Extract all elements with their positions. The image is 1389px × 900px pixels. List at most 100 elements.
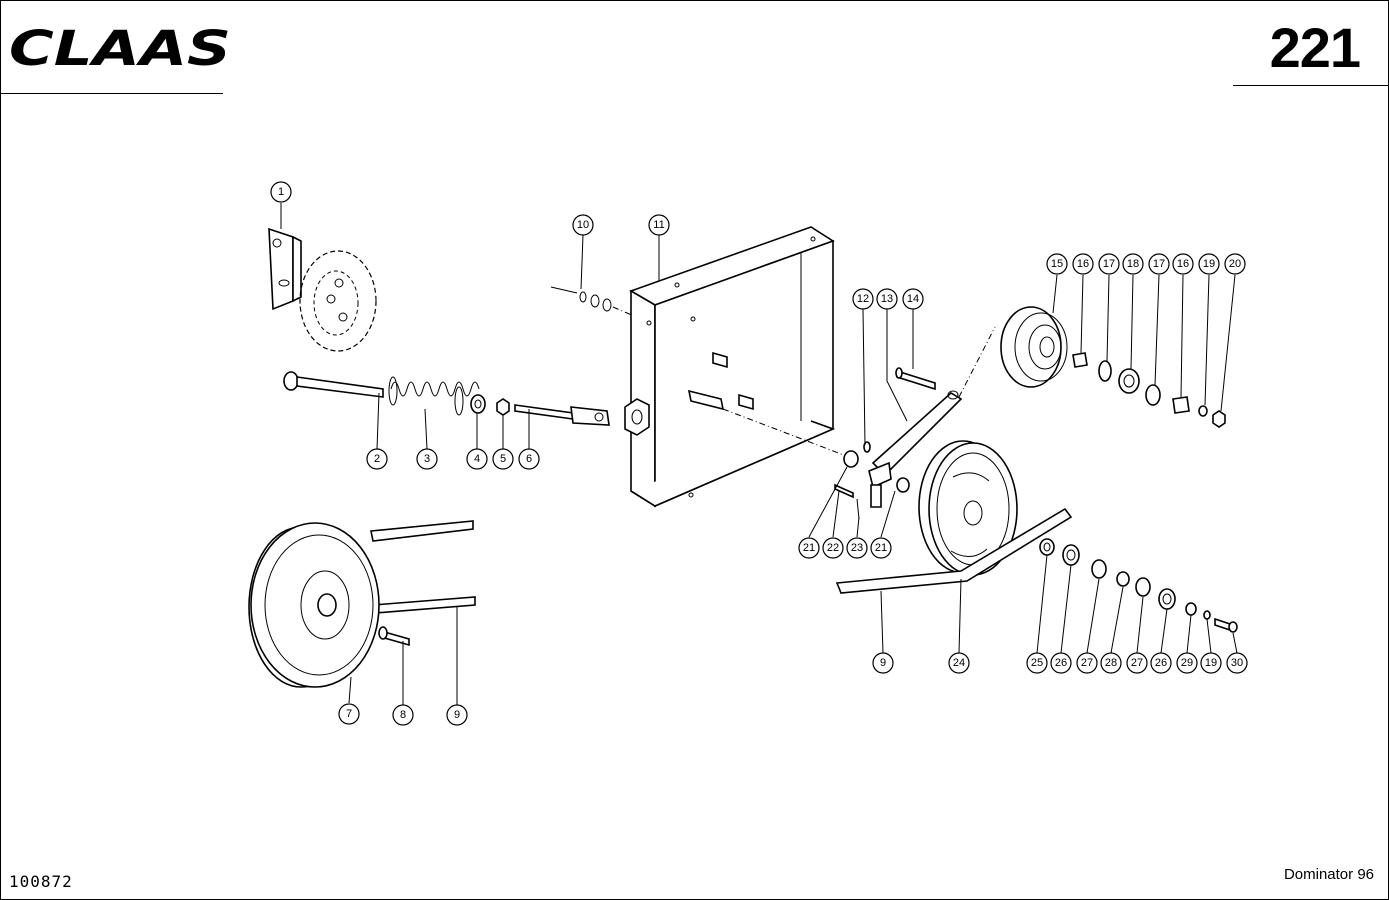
model-name: Dominator 96: [1283, 866, 1374, 883]
svg-text:8: 8: [400, 709, 406, 721]
callout-19-b: 19: [1200, 652, 1222, 674]
part-4-washer: [470, 394, 486, 414]
header-rule-left: [1, 93, 223, 94]
svg-text:5: 5: [500, 453, 506, 465]
svg-text:6: 6: [526, 453, 532, 465]
part-24-drive-pulley: [918, 440, 1018, 576]
brand-logotype: CLAAS: [9, 23, 231, 71]
part-28-spacer: [1116, 571, 1130, 587]
part-1-dashed-pulley: [299, 250, 377, 352]
part-30-bolt: [1214, 617, 1238, 633]
part-26-bearing-2: [1158, 588, 1176, 610]
part-1-bracket: [268, 227, 302, 311]
callout-24: 24: [948, 652, 970, 674]
callout-8: 8: [392, 704, 414, 726]
svg-text:16: 16: [1077, 258, 1089, 270]
svg-text:26: 26: [1055, 657, 1067, 669]
callout-1: 1: [270, 181, 292, 203]
part-17-circlip-2: [1145, 384, 1161, 406]
part-11-plate: [624, 226, 850, 508]
part-16-bushing-2: [1172, 396, 1190, 414]
part-13-tension-arm: [868, 326, 996, 508]
part-2-bolt: [283, 371, 384, 398]
callout-21-b: 21: [870, 537, 892, 559]
part-17-circlip: [1098, 360, 1112, 382]
part-20-nut: [1212, 410, 1226, 428]
svg-text:12: 12: [857, 293, 869, 305]
svg-text:30: 30: [1231, 657, 1243, 669]
svg-text:9: 9: [454, 709, 460, 721]
callout-21: 21: [798, 537, 820, 559]
callout-4: 4: [466, 448, 488, 470]
part-8-bolt: [378, 626, 410, 647]
part-10-pin: [550, 286, 642, 320]
callout-30: 30: [1226, 652, 1248, 674]
svg-text:27: 27: [1081, 657, 1093, 669]
svg-text:10: 10: [577, 219, 589, 231]
leader-lines: [280, 203, 1238, 705]
header-rule-right: [1233, 85, 1388, 86]
svg-text:29: 29: [1181, 657, 1193, 669]
callout-27-b: 27: [1126, 652, 1148, 674]
callout-15: 15: [1046, 253, 1068, 275]
callout-26: 26: [1050, 652, 1072, 674]
svg-text:2: 2: [374, 453, 380, 465]
part-27-circlip-2: [1135, 577, 1151, 597]
svg-text:23: 23: [851, 542, 863, 554]
part-12-pin: [863, 441, 871, 453]
callout-16: 16: [1072, 253, 1094, 275]
callout-9-b: 9: [872, 652, 894, 674]
callout-10: 10: [572, 214, 594, 236]
callout-28: 28: [1100, 652, 1122, 674]
callout-22: 22: [822, 537, 844, 559]
svg-text:7: 7: [346, 708, 352, 720]
svg-text:15: 15: [1051, 258, 1063, 270]
part-9-belt-right: [835, 507, 1073, 594]
part-6-eye-bolt: [514, 404, 610, 426]
part-29-washer: [1185, 602, 1197, 616]
part-16-bushing: [1072, 352, 1088, 368]
page-number: 221: [1269, 16, 1361, 79]
callout-20: 20: [1224, 253, 1246, 275]
callout-3: 3: [416, 448, 438, 470]
part-3-spring: [388, 376, 480, 416]
svg-text:13: 13: [881, 293, 893, 305]
svg-text:18: 18: [1127, 258, 1139, 270]
svg-text:22: 22: [827, 542, 839, 554]
callout-5: 5: [492, 448, 514, 470]
svg-text:20: 20: [1229, 258, 1241, 270]
part-27-circlip: [1091, 559, 1107, 579]
part-23-split-pin: [856, 498, 860, 520]
svg-text:17: 17: [1103, 258, 1115, 270]
callout-7: 7: [338, 703, 360, 725]
callout-29: 29: [1176, 652, 1198, 674]
callout-18: 18: [1122, 253, 1144, 275]
callout-2: 2: [366, 448, 388, 470]
callout-19: 19: [1198, 253, 1220, 275]
claas-logo: CLAAS: [9, 23, 231, 71]
callout-6: 6: [518, 448, 540, 470]
svg-text:27: 27: [1131, 657, 1143, 669]
part-25-bushing: [1039, 538, 1055, 556]
part-21-bushing: [843, 450, 859, 468]
callout-12: 12: [852, 288, 874, 310]
callout-17-b: 17: [1148, 253, 1170, 275]
part-22-pin: [834, 483, 854, 499]
part-26-bearing: [1062, 544, 1080, 566]
svg-text:14: 14: [907, 293, 919, 305]
part-19-washer: [1198, 405, 1208, 417]
callout-25: 25: [1026, 652, 1048, 674]
document-number: 100872: [9, 872, 73, 891]
callout-27: 27: [1076, 652, 1098, 674]
callout-23: 23: [846, 537, 868, 559]
callout-14: 14: [902, 288, 924, 310]
part-5-nut: [496, 398, 510, 416]
svg-text:16: 16: [1177, 258, 1189, 270]
svg-text:3: 3: [424, 453, 430, 465]
callout-26-b: 26: [1150, 652, 1172, 674]
part-14-bolt: [895, 367, 936, 391]
callout-17: 17: [1098, 253, 1120, 275]
part-15-idler-pulley: [1000, 306, 1068, 388]
